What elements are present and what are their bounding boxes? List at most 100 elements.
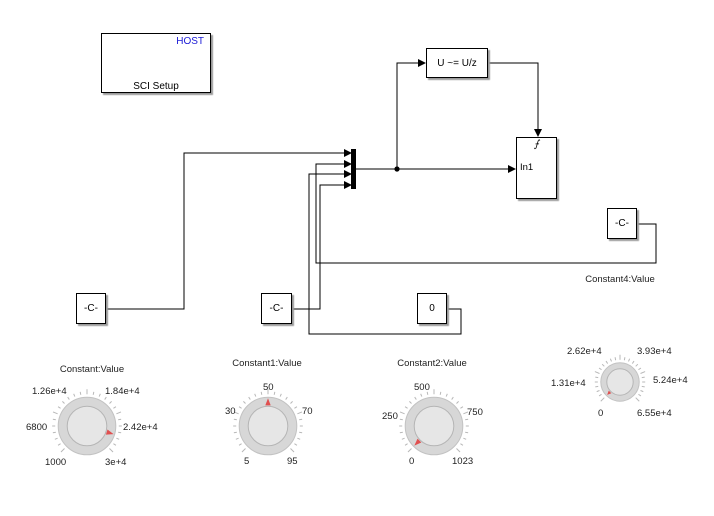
knob-title-constant: Constant:Value	[59, 364, 125, 375]
knob-tick-mark	[456, 401, 459, 404]
knob-tick-mark	[118, 418, 122, 421]
knob-tick-mark	[62, 401, 65, 404]
knob-tick-mark	[52, 418, 56, 421]
knob-tick-mark	[98, 393, 101, 397]
knob-tick-mark	[409, 401, 412, 404]
constant-c-label: -C-	[615, 218, 629, 229]
knob-face[interactable]	[66, 405, 108, 447]
delay-label: U ~= U/z	[437, 58, 477, 69]
knob-tick-mark	[605, 360, 609, 364]
knob-title-constant4: Constant4:Value	[585, 274, 655, 285]
knob-tick-mark	[113, 406, 117, 409]
knob-tick-mark	[638, 367, 642, 371]
knob-face[interactable]	[247, 405, 289, 447]
knob-constant[interactable]	[42, 381, 132, 471]
triggered-subsystem-block[interactable]: ⨍ In1	[516, 137, 557, 199]
trigger-icon: ⨍	[533, 139, 540, 150]
knob-constant2-tick: 0	[409, 456, 415, 467]
knob-tick-mark	[67, 396, 70, 400]
knob-constant2-tick: 1023	[452, 456, 474, 467]
knob-pointer	[414, 438, 422, 446]
knob-tick-mark	[456, 448, 461, 453]
knob-tick-mark	[116, 437, 120, 440]
knob-constant2[interactable]	[389, 381, 479, 471]
knob-tick-mark	[407, 448, 412, 453]
host-tag: HOST	[176, 36, 204, 47]
knob-tick-mark	[399, 418, 403, 421]
knob-constant1-tick: 30	[225, 406, 236, 417]
constant-block-b[interactable]: -C-	[261, 293, 292, 324]
knob-tick-mark	[596, 390, 600, 393]
knob-tick-mark	[641, 385, 645, 388]
constant-block-d[interactable]: 0	[417, 293, 447, 324]
sci-setup-block[interactable]: HOST SCI Setup	[101, 33, 211, 93]
knob-tick-mark	[294, 443, 298, 446]
knob-pointer	[607, 390, 612, 395]
knob-tick-mark	[57, 443, 61, 446]
knob-tick-mark	[595, 376, 599, 379]
knob-constant-tick: 1000	[45, 457, 67, 468]
knob-constant-tick: 1.84e+4	[105, 386, 140, 397]
knob-tick-mark	[60, 448, 65, 453]
knob-tick-mark	[79, 391, 82, 395]
knob-face[interactable]	[413, 405, 455, 447]
knob-tick-mark	[52, 431, 56, 434]
knob-face[interactable]	[606, 368, 634, 396]
knob-tick-mark	[57, 406, 61, 409]
knob-tick-mark	[463, 411, 469, 415]
knob-constant1[interactable]	[223, 381, 313, 471]
knob-tick-mark	[614, 357, 617, 361]
knob-tick-mark	[399, 431, 403, 434]
knob-constant4-tick: 6.55e+4	[637, 408, 672, 419]
knob-constant2-tick: 250	[382, 411, 398, 422]
mux-block[interactable]	[351, 149, 356, 189]
knob-tick-mark	[238, 406, 242, 409]
knob-tick-mark	[233, 431, 237, 434]
signal-line-constant-a[interactable]	[106, 149, 352, 310]
knob-tick-mark	[465, 431, 469, 434]
knob-constant4-tick: 0	[598, 408, 604, 419]
knob-constant-tick: 6800	[26, 422, 48, 433]
knob-tick-mark	[641, 376, 645, 379]
knob-tick-mark	[238, 443, 242, 446]
knob-tick-mark	[248, 396, 251, 400]
knob-tick-mark	[285, 396, 288, 400]
knob-tick-mark	[299, 431, 303, 434]
knob-tick-mark	[299, 418, 303, 421]
signal-line-branch[interactable]	[396, 59, 426, 169]
signal-line-constant-c[interactable]	[315, 160, 657, 264]
knob-tick-mark	[420, 393, 423, 397]
knob-tick-mark	[465, 418, 469, 421]
knob-constant1-tick: 95	[287, 456, 298, 467]
knob-constant4[interactable]	[590, 352, 650, 412]
constant-b-label: -C-	[269, 303, 284, 314]
knob-tick-mark	[445, 393, 448, 397]
signal-line-constant-b[interactable]	[292, 181, 352, 310]
knob-tick-mark	[601, 363, 605, 367]
knob-tick-mark	[233, 411, 239, 415]
knob-tick-mark	[273, 391, 276, 395]
knob-title-constant2: Constant2:Value	[397, 358, 467, 369]
knob-tick-mark	[290, 401, 293, 404]
knob-tick-mark	[635, 363, 639, 367]
signal-line-trigger[interactable]	[488, 62, 542, 137]
knob-constant1-tick: 70	[302, 406, 313, 417]
delay-block[interactable]: U ~= U/z	[426, 48, 488, 78]
knob-constant-tick: 1.26e+4	[32, 386, 67, 397]
knob-pointer	[105, 429, 114, 435]
constant-block-c[interactable]: -C-	[607, 208, 637, 239]
knob-tick-mark	[595, 385, 599, 388]
knob-tick-mark	[290, 448, 295, 453]
knob-tick-mark	[254, 393, 257, 397]
knob-tick-mark	[294, 406, 298, 409]
knob-tick-mark	[297, 411, 303, 415]
knob-tick-mark	[594, 371, 600, 374]
knob-tick-mark	[109, 401, 112, 404]
constant-block-a[interactable]: -C-	[76, 293, 106, 324]
knob-tick-mark	[233, 418, 237, 421]
constant-d-label: 0	[429, 303, 435, 314]
branch-point	[394, 166, 400, 172]
knob-tick-mark	[54, 437, 58, 440]
knob-tick-mark	[109, 448, 114, 453]
knob-constant2-tick: 750	[467, 407, 483, 418]
